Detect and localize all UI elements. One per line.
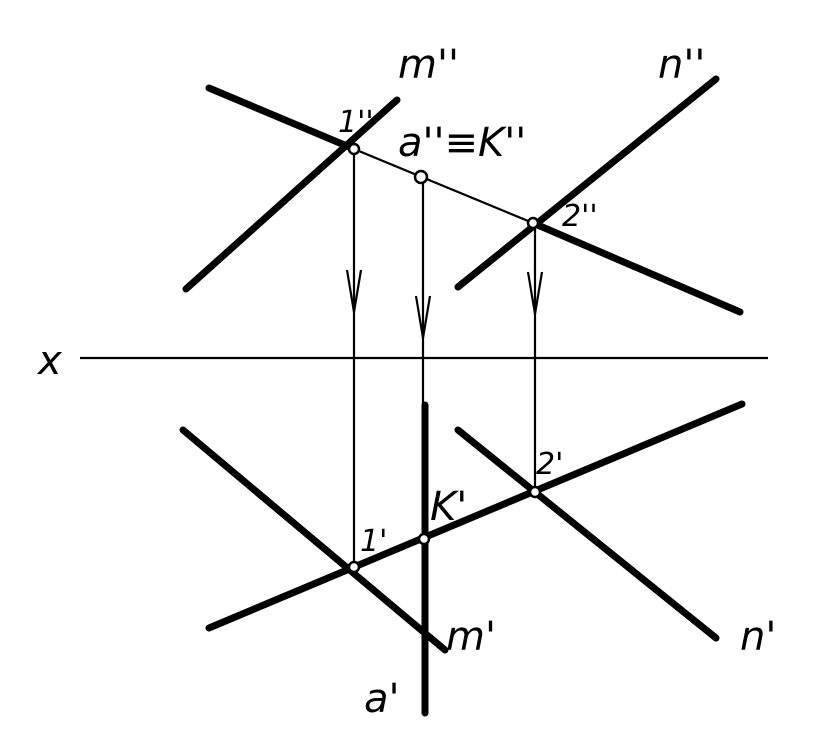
point-k-top xyxy=(417,532,431,546)
line-m-top xyxy=(179,426,449,654)
line-12-top xyxy=(205,400,746,632)
arrow-k xyxy=(414,295,432,339)
label-n-front: n'' xyxy=(658,42,705,88)
label-2-top: 2' xyxy=(536,447,563,482)
label-2-front: 2'' xyxy=(562,199,598,234)
label-n-top: n' xyxy=(740,614,776,660)
line-n-front xyxy=(454,75,720,291)
x-axis-label: x xyxy=(36,338,62,384)
label-1-front: 1'' xyxy=(338,105,374,140)
point-1-front xyxy=(347,142,361,156)
point-1-top xyxy=(347,560,361,574)
line-a-front-right xyxy=(529,219,744,316)
label-m-top: m' xyxy=(446,614,496,660)
label-k-top: K' xyxy=(430,484,467,530)
label-a-k-front: a''≡K'' xyxy=(398,120,526,166)
point-2-front xyxy=(526,216,540,230)
point-2-top xyxy=(528,485,542,499)
point-k-front xyxy=(413,169,429,185)
arrow-2 xyxy=(526,271,544,315)
arrow-1 xyxy=(345,269,363,313)
line-a-front-left xyxy=(205,84,358,153)
line-n-top xyxy=(454,426,720,642)
label-a-top: a' xyxy=(364,676,400,722)
label-m-front: m'' xyxy=(398,42,459,88)
line-m-front xyxy=(182,96,401,293)
label-1-top: 1' xyxy=(360,524,387,559)
line-a-front-thin xyxy=(353,147,534,225)
